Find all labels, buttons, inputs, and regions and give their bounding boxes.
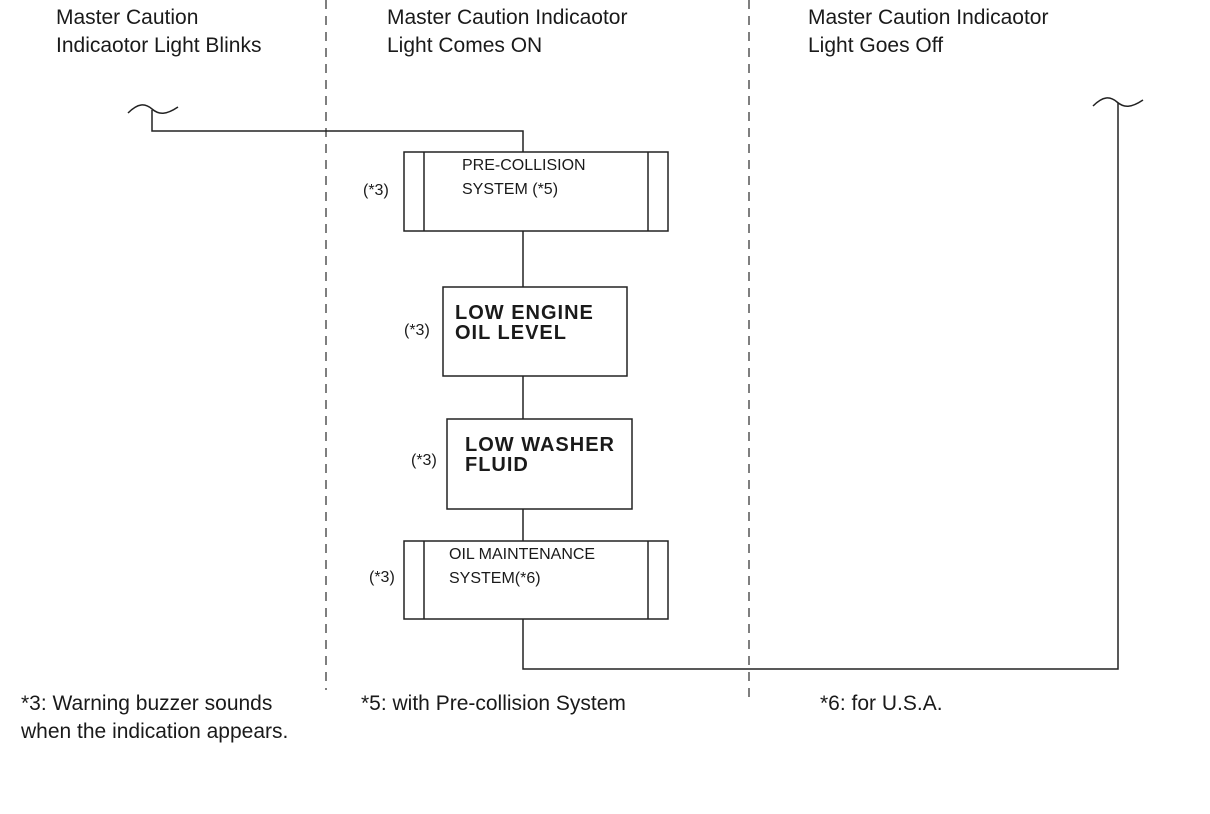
low-engine-oil-label: LOW ENGINE OIL LEVEL xyxy=(455,302,594,344)
pre-collision-ref: (*3) xyxy=(363,182,389,199)
low-washer-fluid-box xyxy=(446,418,633,510)
oil-maintenance-label: OIL MAINTENANCE SYSTEM(*6) xyxy=(449,546,596,587)
column-header-goes-off: Master Caution Indicaotor Light Goes Off xyxy=(808,6,1049,57)
oil-maintenance-box xyxy=(403,540,669,620)
connector-line xyxy=(522,103,1119,670)
low-engine-oil-box xyxy=(442,286,628,377)
pre-collision-box xyxy=(403,151,669,232)
footnote-6: *6: for U.S.A. xyxy=(820,692,943,715)
low-washer-fluid-ref: (*3) xyxy=(411,452,437,469)
pre-collision-label: PRE-COLLISION SYSTEM (*5) xyxy=(462,157,586,198)
oil-maintenance-ref: (*3) xyxy=(369,569,395,586)
break-symbol xyxy=(127,104,179,114)
footnote-5: *5: with Pre-collision System xyxy=(361,692,626,715)
column-header-blinks: Master Caution Indicaotor Light Blinks xyxy=(56,6,262,57)
connector-line xyxy=(151,110,524,152)
break-symbol xyxy=(1092,97,1144,107)
footnote-3: *3: Warning buzzer sounds when the indic… xyxy=(21,692,289,743)
low-washer-fluid-label: LOW WASHER FLUID xyxy=(465,434,615,476)
column-header-comes-on: Master Caution Indicaotor Light Comes ON xyxy=(387,6,628,57)
low-engine-oil-ref: (*3) xyxy=(404,322,430,339)
